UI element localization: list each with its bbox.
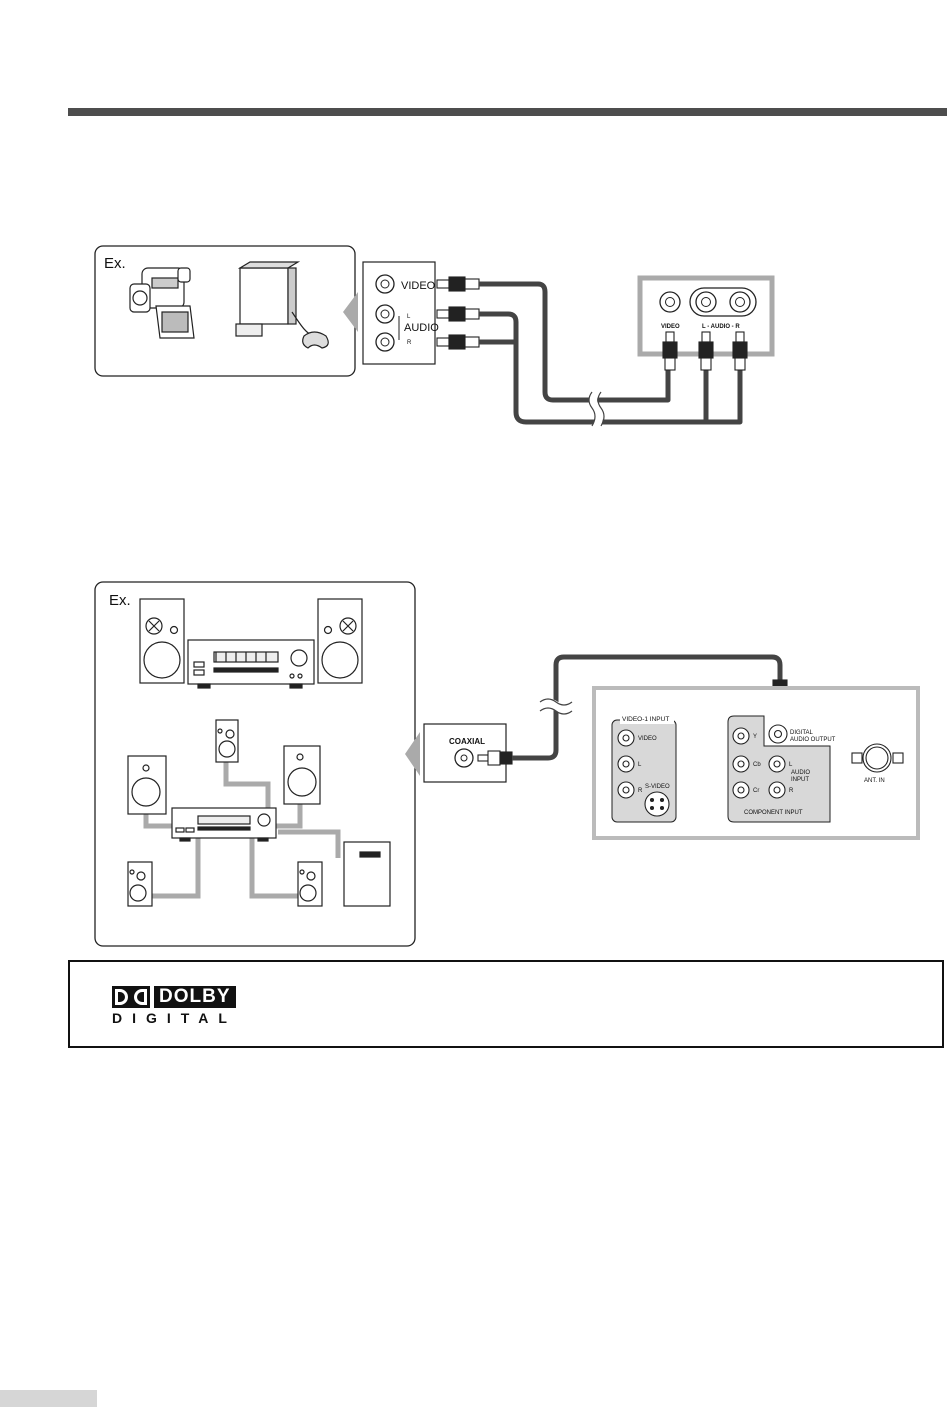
svg-text:R: R	[789, 788, 794, 794]
rca-plugs-device	[437, 277, 479, 349]
svg-text:ANT. IN: ANT. IN	[864, 778, 885, 784]
double-d-icon	[112, 986, 150, 1008]
svg-text:DIGITAL: DIGITAL	[790, 730, 814, 736]
dolby-digital-logo: DOLBY DIGITAL	[112, 986, 237, 1026]
ex-label-2: Ex.	[109, 592, 131, 609]
device-output-jacks	[363, 262, 435, 364]
page-tab-marker	[0, 1390, 97, 1407]
svg-text:VIDEO: VIDEO	[638, 736, 657, 742]
device-audio-label: AUDIO	[404, 322, 439, 334]
svg-text:S-VIDEO: S-VIDEO	[645, 784, 670, 790]
svg-text:INPUT: INPUT	[791, 777, 809, 783]
svg-text:Cr: Cr	[753, 788, 759, 794]
svg-text:VIDEO: VIDEO	[661, 324, 680, 330]
svg-text:COMPONENT INPUT: COMPONENT INPUT	[744, 810, 803, 816]
svg-text:Cb: Cb	[753, 762, 761, 768]
coaxial-label: COAXIAL	[449, 737, 485, 746]
svg-text:Y: Y	[753, 734, 757, 740]
ex-label: Ex.	[104, 255, 126, 272]
diagram-av-connection: Ex. VIDEO L R AUDIO	[95, 246, 772, 426]
svg-text:AUDIO: AUDIO	[791, 770, 810, 776]
svg-text:AUDIO OUTPUT: AUDIO OUTPUT	[790, 737, 836, 743]
diagram-digital-audio-connection: Ex.	[95, 582, 918, 946]
svg-text:L - AUDIO - R: L - AUDIO - R	[702, 324, 740, 330]
device-video-label: VIDEO	[401, 280, 436, 292]
digital-wordmark: DIGITAL	[112, 1010, 237, 1026]
dolby-wordmark: DOLBY	[154, 986, 236, 1008]
svg-text:R: R	[638, 788, 643, 794]
svg-text:R: R	[407, 340, 412, 346]
svg-text:VIDEO-1 INPUT: VIDEO-1 INPUT	[622, 716, 669, 723]
